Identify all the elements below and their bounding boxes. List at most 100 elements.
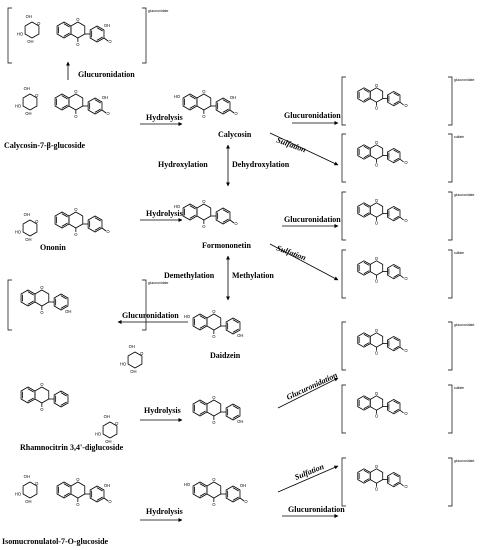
calycosin-sulfate-struct-b-ring — [387, 147, 401, 164]
rham-g2-glucose-o: O — [115, 421, 119, 426]
formononetin-a-ring — [182, 203, 198, 221]
calycosin-7-oh: HO — [174, 94, 181, 99]
iso7g-iso-c-ring — [70, 481, 86, 499]
ononin-iso-methoxy-o: O — [106, 229, 110, 234]
calycosin-glucuronidate-struct-c-ring — [369, 87, 384, 103]
rhamnocitrin-glucuronidate-right-bracket — [448, 321, 453, 371]
bond — [103, 37, 109, 42]
top-iso-a-ring — [56, 21, 72, 39]
calycosin-sulfate-struct-a-ring-double-bond — [363, 145, 370, 150]
calycosin-methoxy-o: O — [234, 111, 238, 116]
top-iso-a-ring-double-bond — [63, 32, 70, 37]
top-glucose-ring — [24, 21, 40, 39]
daidzein-a-ring-double-bond — [199, 315, 206, 320]
arrow-sulfation-calycosin — [269, 132, 339, 166]
top-glucose-oh2: OH — [27, 39, 33, 44]
c7g-iso-carbonyl-oxygen: O — [74, 114, 78, 119]
rhamnocitrin-glucuronidate-struct-carbonyl-oxygen: O — [375, 350, 379, 355]
iso7g-iso-a-ring — [56, 481, 72, 499]
bond — [399, 216, 404, 221]
calycosin-sulfate-struct-a-ring-double-bond — [363, 154, 370, 159]
dg-iso-a-ring — [20, 289, 36, 307]
rhamnocitrin-glucuronidate-struct-methoxy-o: O — [404, 348, 408, 353]
c7g-iso-a-ring-double-bond — [61, 95, 68, 100]
calycosin-sulfate-left-bracket — [341, 133, 346, 183]
isomucronulatol-sulfate-struct-a-ring-double-bond — [363, 405, 370, 410]
top-iso-b-ring-double-bond — [96, 36, 103, 41]
compound-calycosin-7-glucoside: Calycosin-7-β-glucoside — [4, 141, 86, 150]
rham-iso-b-ring — [53, 390, 69, 408]
label-dehydroxylation: Dehydroxylation — [232, 160, 290, 169]
bond — [399, 158, 404, 163]
iso7g-iso-b-ring-double-bond — [96, 487, 103, 492]
formononetin-sulfate-struct-ring-oxygen: O — [375, 256, 379, 261]
formononetin-a-ring-double-bond — [189, 214, 196, 219]
arrow-glucuronidation-rhamnocitrin — [277, 377, 339, 409]
calycosin-glucuronidate-struct-a-ring-double-bond — [363, 88, 370, 93]
ononin-iso-c-ring — [68, 211, 84, 229]
isomucronulatol-sulfate-struct-b-ring-double-bond — [393, 400, 400, 405]
top-iso-b-ring — [89, 25, 105, 43]
calycosin-glucuronidate-struct-methoxy-o: O — [404, 103, 408, 108]
formononetin-c-ring — [196, 203, 212, 221]
iso7g-iso-b-ring-double-bond — [96, 496, 103, 501]
bond — [399, 482, 404, 487]
bond — [399, 274, 404, 279]
iso7g-iso-3-oh: OH — [104, 483, 110, 488]
formononetin-glucuronidate-struct-b-ring-double-bond — [393, 215, 400, 220]
calycosin-sulfate-struct-methoxy-o: O — [404, 160, 408, 165]
formononetin-sulfate-struct-methoxy-o: O — [404, 276, 408, 281]
rham-g1-glucose-ring — [127, 351, 143, 369]
isomucronulatol-glucuronidate-struct-b-ring-double-bond — [393, 481, 400, 486]
c7g-glucose-ring — [22, 93, 38, 111]
compound-daidzein: Daidzein — [210, 351, 241, 360]
c7g-glucose-o: O — [35, 93, 39, 98]
formononetin-sulfate-tag: sulfate — [454, 251, 464, 255]
dg-iso-4-oh: OH — [65, 309, 71, 314]
isomucronulatol-glucuronidate-right-bracket — [448, 457, 453, 507]
formononetin-sulfate-struct-b-ring — [387, 263, 401, 280]
rhamnocitrin-glucuronidate-struct-c-ring — [369, 332, 384, 348]
iso7g-iso-a-ring-double-bond — [63, 483, 70, 488]
isomucronulatol-sulfate-struct-b-ring — [387, 398, 401, 415]
formononetin-glucuronidate-struct-b-ring — [387, 205, 401, 222]
bond — [399, 101, 404, 106]
label-hydroxylation: Hydroxylation — [158, 160, 208, 169]
ononin-iso-carbonyl-oxygen: O — [74, 232, 78, 237]
isomuc-carbonyl-oxygen: O — [212, 502, 216, 507]
isomuc-b-ring — [225, 485, 241, 503]
isomucronulatol-glucuronidate-tag: glucuronidate — [454, 459, 474, 463]
calycosin-b-ring-double-bond — [222, 99, 229, 104]
formononetin-sulfate-struct-b-ring-double-bond — [393, 265, 400, 270]
iso7g-iso-methoxy-o: O — [108, 499, 112, 504]
iso-g-glucose-ring — [22, 481, 38, 499]
dg-iso-a-ring-double-bond — [27, 291, 34, 296]
top-iso-b-ring-double-bond — [96, 27, 103, 32]
c7g-iso-b-ring-double-bond — [94, 99, 101, 104]
iso7g-iso-b-ring — [89, 485, 105, 503]
daidzein-4-oh: OH — [237, 333, 243, 338]
rham-mid-c-ring — [206, 399, 222, 417]
dg-iso-c-ring — [34, 289, 50, 307]
label-glucuronidation-4: Glucuronidation — [122, 311, 179, 320]
iso-g-glucose-oh2: OH — [25, 499, 31, 504]
rham-mid-a-ring-double-bond — [199, 410, 206, 415]
calycosin-glucuronidate-right-bracket — [448, 76, 453, 126]
top-iso-methoxy-o: O — [108, 39, 112, 44]
dg-iso-b-ring-double-bond — [60, 304, 67, 309]
formononetin-methoxy-o: O — [234, 221, 238, 226]
calycosin-sulfate-struct-a-ring — [357, 144, 371, 160]
rham-mid-4-oh: OH — [237, 419, 243, 424]
label-glucuronidation-2: Glucuronidation — [284, 111, 341, 120]
bond — [399, 409, 404, 414]
bond — [103, 497, 109, 502]
iso-g-glucose-oh1: HO — [15, 492, 22, 497]
label-glucuronidation-5: Glucuronidation — [285, 370, 339, 402]
formononetin-7-oh: HO — [174, 204, 181, 209]
rham-mid-a-ring-double-bond — [199, 401, 206, 406]
ononin-iso-ring-oxygen: O — [74, 207, 78, 212]
isomuc-c-ring — [206, 481, 222, 499]
dg-iso-ring-oxygen: O — [40, 285, 44, 290]
formononetin-glucuronidate-struct-a-ring-double-bond — [363, 203, 370, 208]
